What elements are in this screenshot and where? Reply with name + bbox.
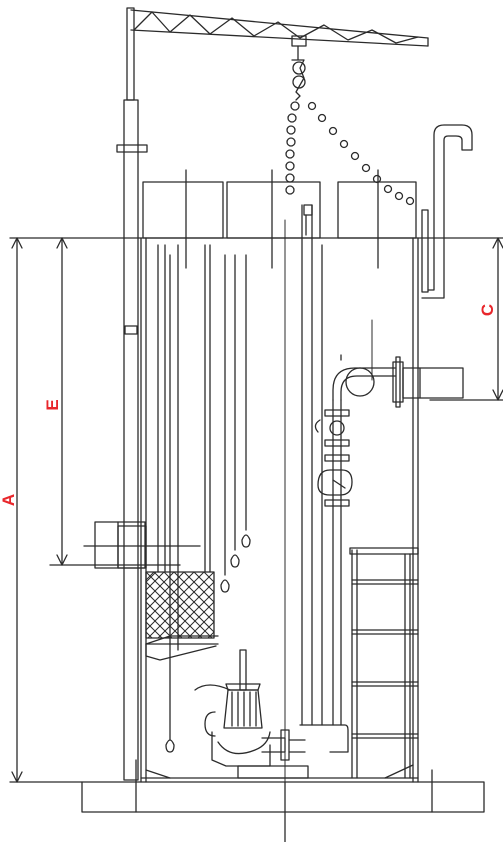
- tank-walls: [140, 237, 419, 783]
- dimension-label-c: C: [478, 304, 497, 316]
- screen-mesh: [145, 571, 215, 639]
- cover-lids: [142, 169, 417, 269]
- dimension-label-a: A: [0, 494, 18, 506]
- discharge-riser: [301, 204, 464, 726]
- submersible-pump: [194, 649, 349, 779]
- dimension-label-e: E: [43, 399, 62, 410]
- vent-pipe: [421, 124, 473, 299]
- hoist-crane: [116, 7, 429, 781]
- hoist-chain: [285, 45, 415, 206]
- float-switches: [165, 254, 251, 753]
- access-ladder: [349, 547, 419, 779]
- inlet-pipe: [83, 521, 201, 569]
- guide-rails: [157, 244, 211, 741]
- base-slab: [81, 759, 485, 842]
